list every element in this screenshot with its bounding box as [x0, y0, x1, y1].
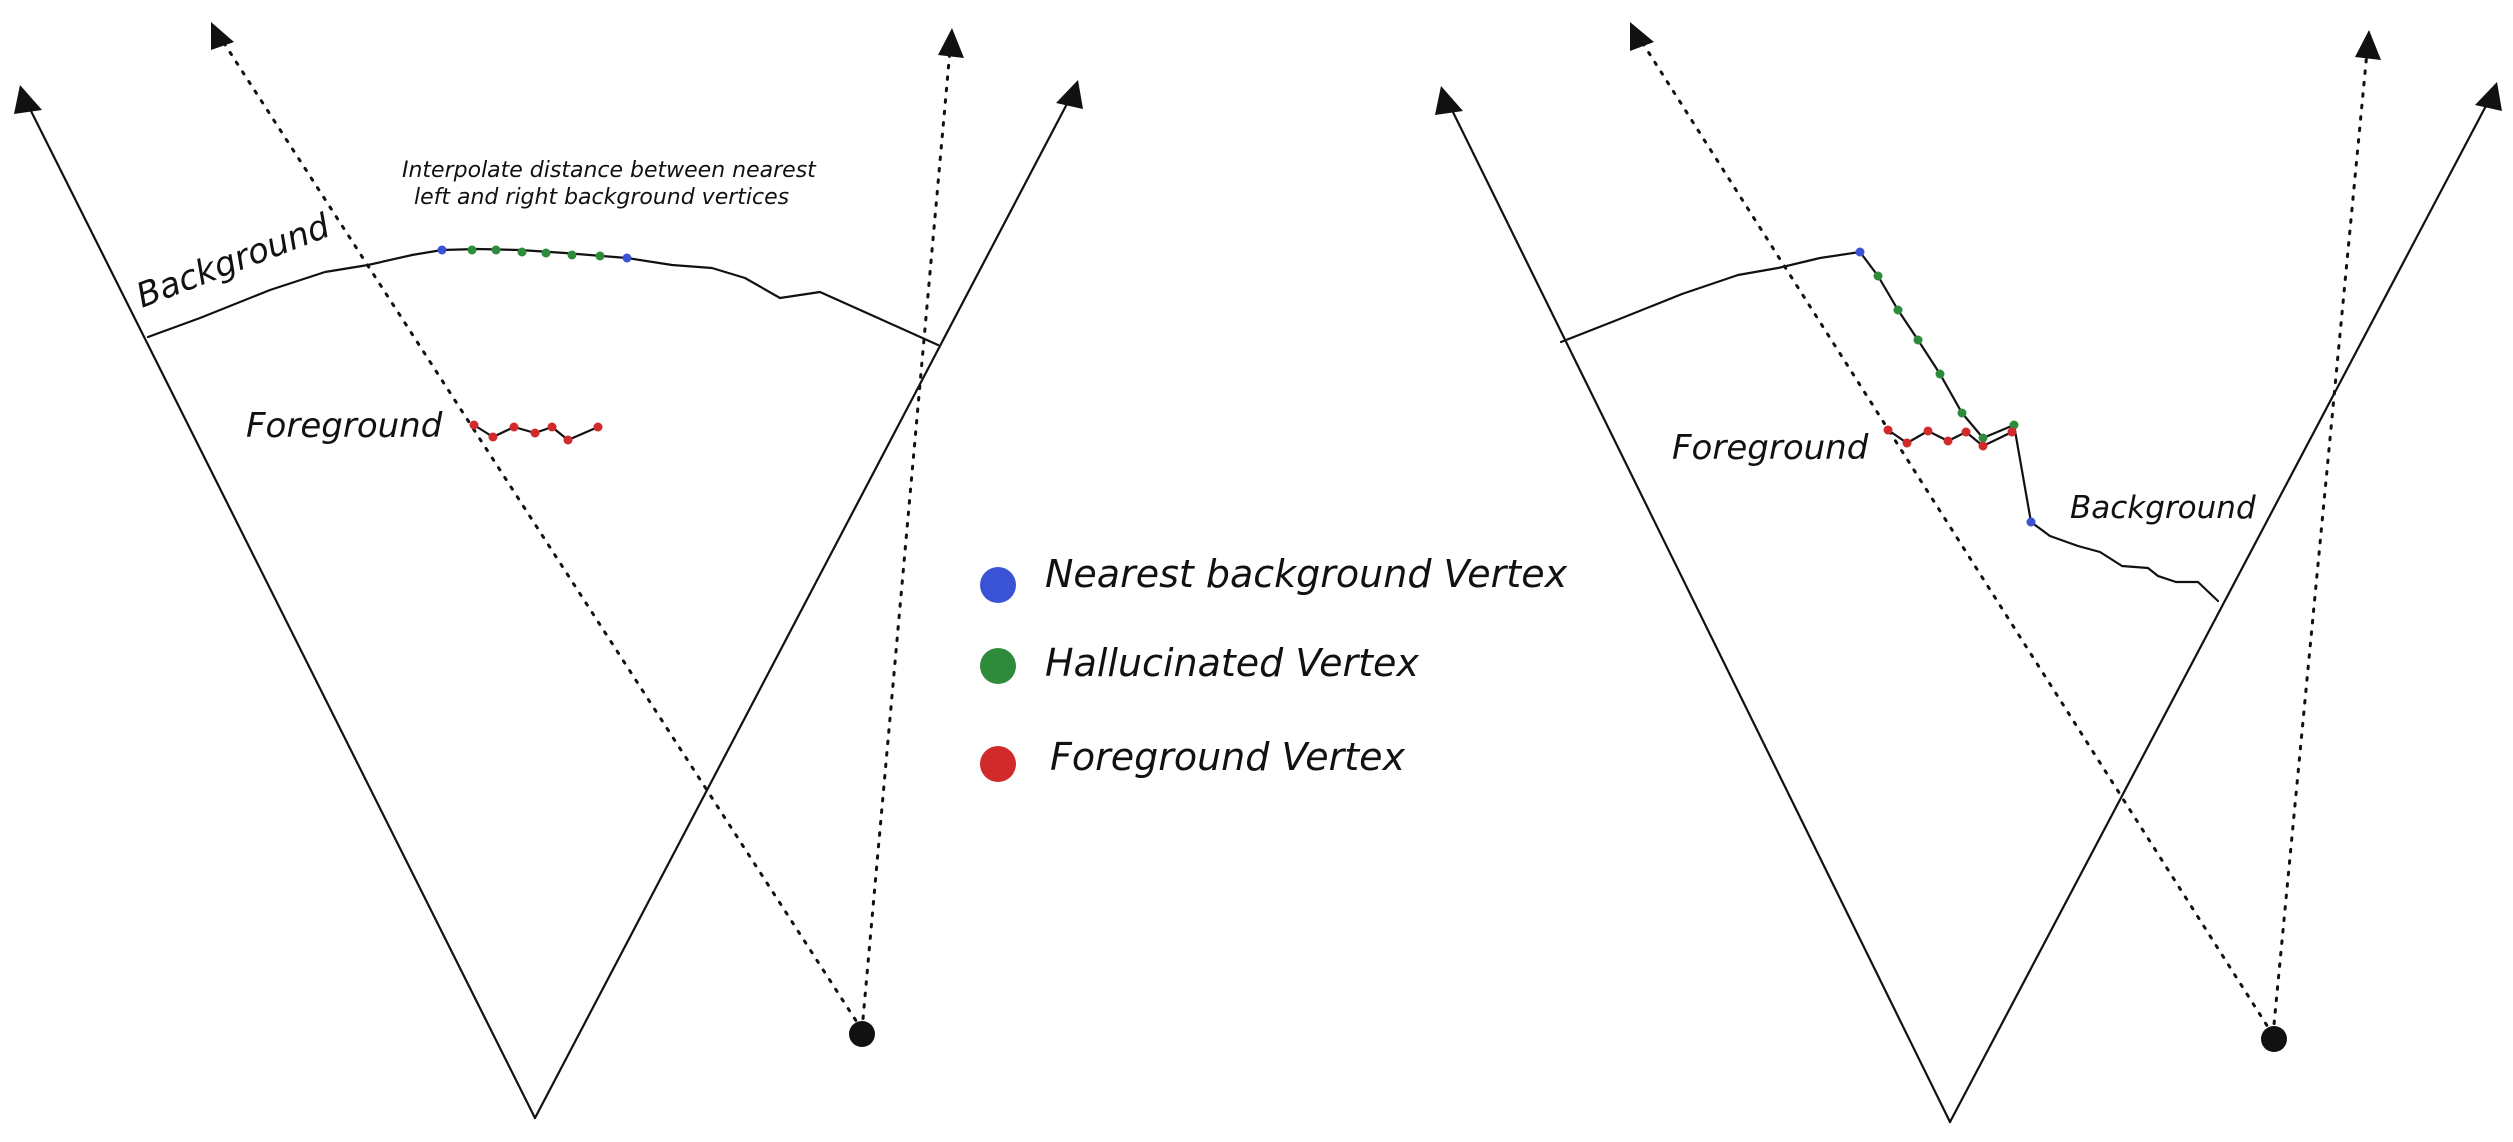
left-ray-right-arrowhead: [938, 28, 964, 58]
left-frustum-right-arrowhead: [1056, 80, 1083, 109]
left-annotation-line-1: Interpolate distance between nearest: [402, 158, 817, 183]
right-background-surface-upper: [1559, 250, 1862, 344]
hallucinated-vertex-dot: [567, 250, 577, 260]
left-ray-right: [860, 48, 952, 1032]
left-panel: Background Foreground Interpolate distan…: [14, 22, 1083, 1120]
right-frustum-left-edge: [1448, 104, 1952, 1124]
right-frustum-right-arrowhead: [2475, 82, 2502, 111]
left-annotation-line-2: left and right background vertices: [414, 185, 789, 210]
foreground-vertex-dot: [593, 422, 603, 432]
right-ray-right-arrowhead: [2355, 30, 2381, 60]
foreground-vertex-dot: [1902, 438, 1912, 448]
hallucinated-vertex-dot: [2009, 420, 2019, 430]
legend-swatch-red: [980, 746, 1016, 782]
left-background-label: Background: [131, 206, 336, 316]
hallucinated-vertex-dot: [1978, 433, 1988, 443]
hallucinated-vertex-dot: [467, 245, 477, 255]
legend-label: Foreground Vertex: [1050, 735, 1406, 779]
left-ray-left: [220, 38, 864, 1032]
hallucinated-vertex-dot: [1957, 408, 1967, 418]
hallucinated-vertex-dot: [491, 245, 501, 255]
background-vertex-dot: [2026, 517, 2036, 527]
hallucinated-vertex-dot: [517, 247, 527, 257]
legend-swatch-blue: [980, 567, 1016, 603]
right-frustum-left-arrowhead: [1435, 86, 1463, 115]
foreground-vertex-dot: [488, 432, 498, 442]
foreground-vertex-dot: [1978, 441, 1988, 451]
left-frustum-left-edge: [26, 103, 537, 1120]
foreground-vertex-dot: [509, 422, 519, 432]
legend-item-foreground-vertex: Foreground Vertex: [980, 735, 1406, 782]
foreground-vertex-dot: [2007, 427, 2017, 437]
right-foreground-label: Foreground: [1672, 428, 1869, 468]
right-camera-point: [2261, 1026, 2287, 1052]
foreground-vertex-dot: [1961, 427, 1971, 437]
right-ray-left-arrowhead: [1630, 22, 1654, 51]
right-rays: [1630, 22, 2381, 1037]
background-vertex-dot: [622, 253, 632, 263]
left-camera-point: [849, 1021, 875, 1047]
background-vertex-dot: [437, 245, 447, 255]
hallucinated-vertex-dot: [595, 251, 605, 261]
right-background-surface-lower: [2029, 520, 2220, 603]
right-hallucinated-edge: [1858, 250, 2033, 524]
right-ray-right: [2271, 50, 2369, 1037]
left-ray-left-arrowhead: [211, 22, 234, 50]
legend-label: Nearest background Vertex: [1045, 552, 1568, 596]
foreground-vertex-dot: [1923, 426, 1933, 436]
legend-swatch-green: [980, 648, 1016, 684]
left-foreground-object: [469, 420, 603, 445]
legend: Nearest background Vertex Hallucinated V…: [980, 552, 1568, 782]
foreground-vertex-dot: [547, 422, 557, 432]
foreground-vertex-dot: [1943, 436, 1953, 446]
right-ray-left: [1640, 40, 2275, 1037]
hallucinated-vertex-dot: [1893, 305, 1903, 315]
right-interpolated-vertices: [1855, 247, 2036, 527]
left-rays: [211, 22, 964, 1032]
right-frustum: [1435, 82, 2502, 1124]
hallucinated-vertex-dot: [541, 248, 551, 258]
left-foreground-label: Foreground: [246, 406, 443, 446]
legend-item-hallucinated-vertex: Hallucinated Vertex: [980, 641, 1419, 685]
background-vertex-dot: [1855, 247, 1865, 257]
right-frustum-right-edge: [1948, 100, 2490, 1124]
left-frustum-right-edge: [533, 98, 1071, 1120]
hallucinated-vertex-dot: [1935, 369, 1945, 379]
foreground-vertex-dot: [563, 435, 573, 445]
right-background-label: Background: [2070, 490, 2256, 526]
left-interpolated-vertices: [437, 245, 632, 263]
foreground-vertex-dot: [469, 420, 479, 430]
left-frustum: [14, 80, 1083, 1120]
foreground-vertex-dot: [530, 428, 540, 438]
right-panel: Foreground Background: [1435, 22, 2502, 1124]
hallucinated-vertex-dot: [1913, 335, 1923, 345]
legend-label: Hallucinated Vertex: [1045, 641, 1419, 685]
left-frustum-left-arrowhead: [14, 85, 42, 114]
hallucinated-vertex-dot: [1873, 271, 1883, 281]
foreground-vertex-dot: [1883, 425, 1893, 435]
legend-item-background-vertex: Nearest background Vertex: [980, 552, 1568, 603]
right-foreground-object: [1883, 425, 2017, 451]
